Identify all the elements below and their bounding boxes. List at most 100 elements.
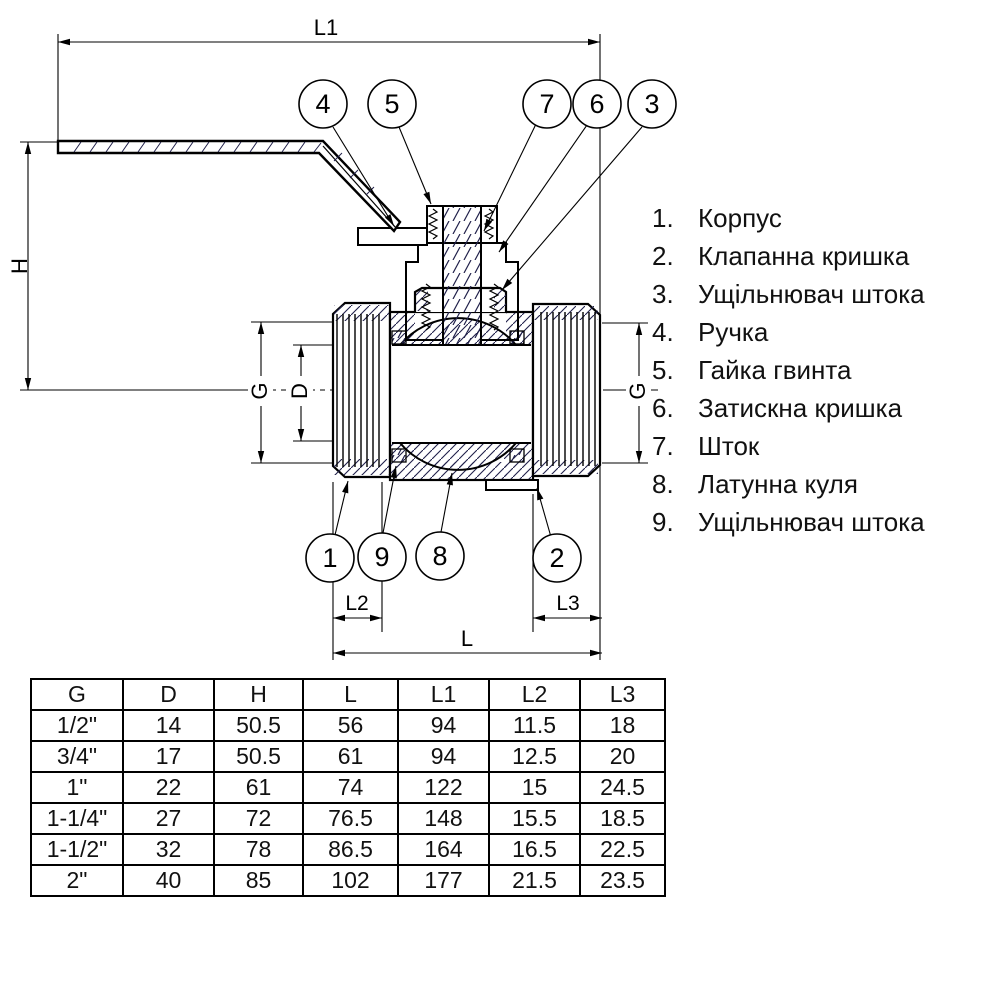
table-cell: 27: [122, 802, 215, 835]
leader-4: [332, 126, 395, 227]
part-number: 8.: [652, 469, 674, 499]
callout-bubbles: 4 5 7 6 3 1 9 8: [298, 79, 677, 583]
dimensions-table: G D H L L1 L2 L3 1/2" 14 50.5 56 94 11.5…: [30, 678, 666, 897]
col-header-l1: L1: [397, 678, 490, 711]
ball-bottom-segment: [397, 442, 519, 471]
part-number: 5.: [652, 355, 674, 385]
handle-bend-inner-line: [322, 145, 397, 229]
callout-9: 9: [357, 532, 407, 582]
table-cell: 50.5: [213, 740, 304, 773]
part-label: Ущільнювач штока: [698, 279, 925, 309]
dim-label-g-right: G: [625, 382, 650, 399]
col-header-h: H: [213, 678, 304, 711]
leader-9: [382, 465, 397, 534]
table-cell: 86.5: [302, 833, 399, 866]
right-end-outline: [531, 302, 602, 478]
callout-6-number: 6: [589, 89, 604, 119]
packing-right: [488, 283, 500, 331]
part-label: Клапанна кришка: [698, 241, 910, 271]
table-row: 1" 22 61 74 122 15 24.5: [30, 771, 666, 804]
dim-label-l1: L1: [314, 15, 338, 40]
table-cell: 177: [397, 864, 490, 897]
bonnet-bottom-step: [485, 479, 539, 491]
table-row: 1-1/2" 32 78 86.5 164 16.5 22.5: [30, 833, 666, 866]
table-cell: 94: [397, 740, 490, 773]
part-number: 3.: [652, 279, 674, 309]
col-header-g: G: [30, 678, 124, 711]
part-item-7: 7. Шток: [652, 431, 925, 469]
dim-label-g-left: G: [247, 382, 272, 399]
callout-2: 2: [532, 533, 582, 583]
table-row: 1-1/4" 27 72 76.5 148 15.5 18.5: [30, 802, 666, 835]
part-item-8: 8. Латунна куля: [652, 469, 925, 507]
callout-5-number: 5: [384, 89, 399, 119]
table-cell: 78: [213, 833, 304, 866]
callout-3-number: 3: [644, 89, 659, 119]
table-cell: 17: [122, 740, 215, 773]
stem-assembly: [357, 205, 519, 346]
table-header-row: G D H L L1 L2 L3: [30, 678, 666, 711]
leader-5: [398, 126, 432, 205]
table-cell: 1-1/2": [30, 833, 124, 866]
table-cell: 23.5: [579, 864, 666, 897]
col-header-l3: L3: [579, 678, 666, 711]
table-cell: 2": [30, 864, 124, 897]
table-cell: 15.5: [488, 802, 581, 835]
table-cell: 18: [579, 709, 666, 742]
dim-label-d: D: [287, 383, 312, 399]
callout-1-number: 1: [322, 543, 337, 573]
part-label: Корпус: [698, 203, 782, 233]
table-row: 1/2" 14 50.5 56 94 11.5 18: [30, 709, 666, 742]
table-cell: 40: [122, 864, 215, 897]
part-item-3: 3. Ущільнювач штока: [652, 279, 925, 317]
callout-6: 6: [572, 79, 622, 129]
callout-1: 1: [305, 533, 355, 583]
stem: [442, 205, 482, 346]
part-item-2: 2. Клапанна кришка: [652, 241, 925, 279]
handle-hatch-ticks: [73, 141, 375, 196]
callout-7: 7: [522, 79, 572, 129]
table-cell: 72: [213, 802, 304, 835]
leader-8: [440, 472, 453, 533]
table-cell: 148: [397, 802, 490, 835]
table-cell: 22: [122, 771, 215, 804]
callout-4: 4: [298, 79, 348, 129]
part-label: Гайка гвинта: [698, 355, 852, 385]
leader-3: [501, 126, 643, 291]
callout-9-number: 9: [374, 542, 389, 572]
table-cell: 164: [397, 833, 490, 866]
leader-2: [536, 487, 552, 538]
part-number: 2.: [652, 241, 674, 271]
table-cell: 1": [30, 771, 124, 804]
callout-4-number: 4: [315, 89, 330, 119]
table-cell: 61: [213, 771, 304, 804]
left-thread-lines: [336, 314, 380, 467]
table-cell: 11.5: [488, 709, 581, 742]
part-label: Латунна куля: [698, 469, 858, 499]
part-label: Затискна кришка: [698, 393, 903, 423]
table-cell: 22.5: [579, 833, 666, 866]
table-row: 3/4" 17 50.5 61 94 12.5 20: [30, 740, 666, 773]
table-cell: 1/2": [30, 709, 124, 742]
table-cell: 24.5: [579, 771, 666, 804]
table-cell: 61: [302, 740, 399, 773]
part-label: Ручка: [698, 317, 769, 347]
table-cell: 50.5: [213, 709, 304, 742]
part-number: 9.: [652, 507, 674, 537]
table-cell: 20: [579, 740, 666, 773]
leader-7: [483, 121, 538, 232]
part-number: 4.: [652, 317, 674, 347]
table-cell: 85: [213, 864, 304, 897]
part-number: 1.: [652, 203, 674, 233]
part-item-9: 9. Ущільнювач штока: [652, 507, 925, 545]
callout-5: 5: [367, 79, 417, 129]
col-header-d: D: [122, 678, 215, 711]
callout-8-number: 8: [432, 541, 447, 571]
dim-label-l2: L2: [345, 592, 368, 615]
part-item-1: 1. Корпус: [652, 203, 925, 241]
dim-label-h: H: [7, 258, 32, 274]
col-header-l2: L2: [488, 678, 581, 711]
table-cell: 12.5: [488, 740, 581, 773]
table-cell: 16.5: [488, 833, 581, 866]
